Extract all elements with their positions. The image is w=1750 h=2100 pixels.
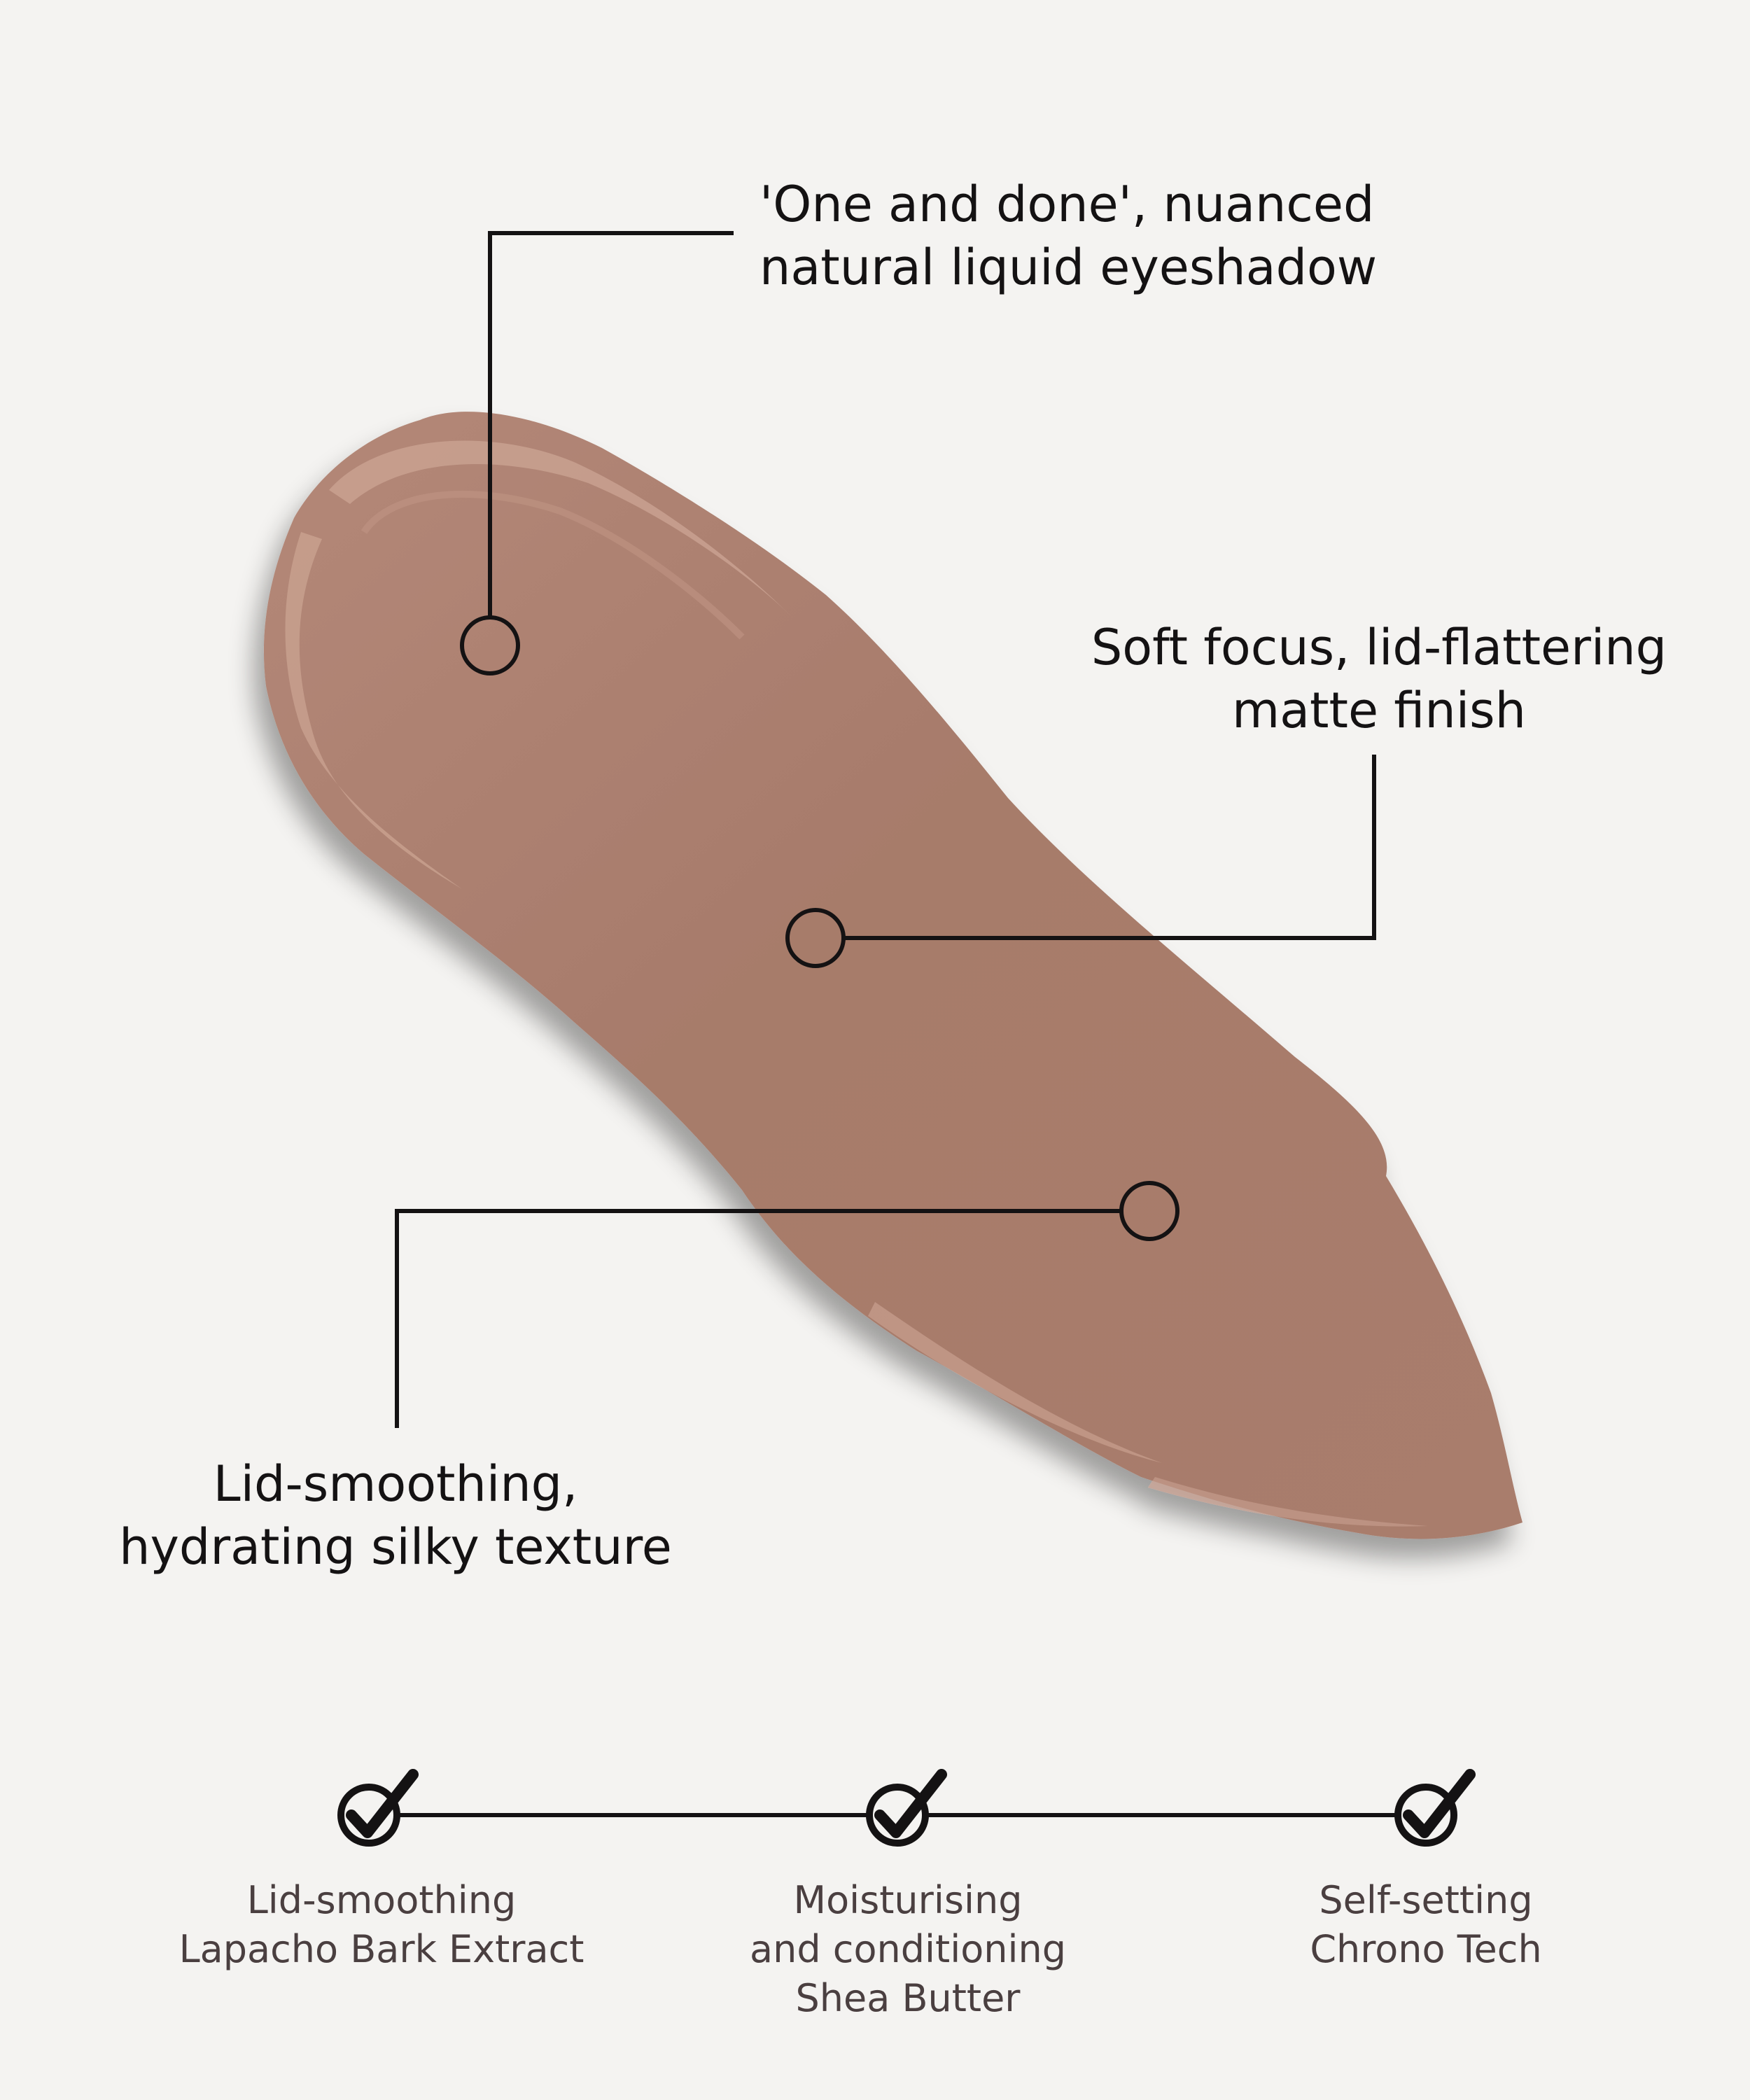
callout-matte-finish: Soft focus, lid-flattering matte finish [1071, 616, 1687, 742]
connector-line-3 [395, 1209, 1121, 1428]
connector-dot-2 [785, 908, 846, 968]
feature-line: Self-setting [1319, 1878, 1533, 1922]
connector-dot-3 [1119, 1181, 1180, 1241]
callout-line: 'One and done', nuanced [760, 176, 1375, 233]
connector-line-2 [844, 755, 1376, 940]
check-circle-icon [337, 1769, 419, 1847]
feature-label-chrono-tech: Self-setting Chrono Tech [1160, 1876, 1692, 1974]
feature-line: Chrono Tech [1310, 1927, 1542, 1971]
callout-line: hydrating silky texture [119, 1518, 672, 1576]
callout-silky-texture: Lid-smoothing, hydrating silky texture [70, 1452, 721, 1578]
callout-line: Soft focus, lid-flattering [1091, 619, 1667, 676]
feature-label-shea-butter: Moisturising and conditioning Shea Butte… [642, 1876, 1174, 2023]
callout-line: natural liquid eyeshadow [760, 239, 1378, 296]
feature-line: Lid-smoothing [246, 1878, 517, 1922]
feature-label-lapacho: Lid-smoothing Lapacho Bark Extract [115, 1876, 648, 1974]
callout-line: matte finish [1231, 682, 1527, 739]
feature-timeline [337, 1769, 1476, 1847]
connector-line-1 [488, 231, 734, 620]
check-circle-icon [1394, 1769, 1476, 1847]
feature-line: Lapacho Bark Extract [178, 1927, 584, 1971]
callout-liquid-eyeshadow: 'One and done', nuanced natural liquid e… [760, 173, 1377, 299]
eyeshadow-swatch [263, 412, 1522, 1539]
callout-connectors [395, 231, 1376, 1428]
check-circle-icon [866, 1769, 947, 1847]
feature-line: Shea Butter [795, 1976, 1021, 2020]
feature-line: Moisturising [793, 1878, 1023, 1922]
connector-dot-1 [460, 615, 520, 676]
feature-line: and conditioning [750, 1927, 1066, 1971]
callout-line: Lid-smoothing, [213, 1455, 578, 1513]
